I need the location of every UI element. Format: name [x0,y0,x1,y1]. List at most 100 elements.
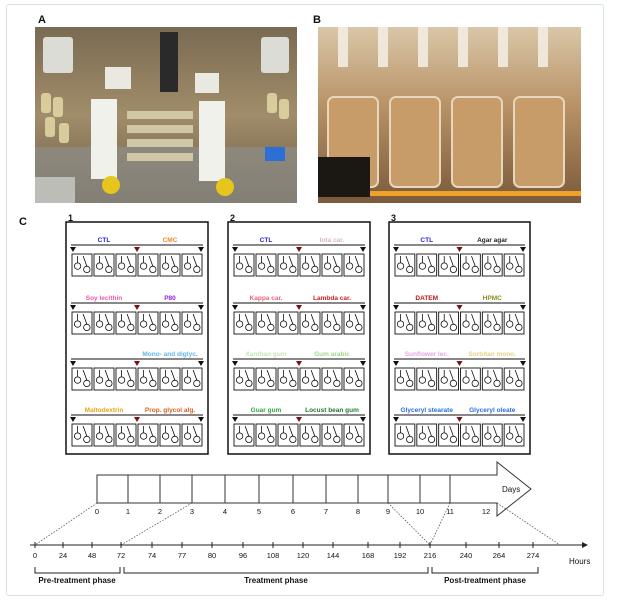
bioreactor-vessel [299,311,321,335]
feed-arrow [70,361,76,366]
bioreactor-vessel [277,311,299,335]
feed-arrow [520,361,526,366]
bioreactor-vessel [233,367,255,391]
day-tick-label: 10 [416,507,424,516]
feed-arrow [520,417,526,422]
hour-tick-label: 72 [117,551,125,560]
bioreactor-vessel [93,253,115,277]
bioreactor-vessel [255,423,277,447]
hour-tick-label: 0 [33,551,37,560]
hours-label: Hours [569,557,590,566]
treatment-label-right: Sorbitan mono. [468,351,516,358]
hour-tick-label: 77 [178,551,186,560]
bioreactor-vessel [438,367,459,391]
bioreactor-vessel [71,253,93,277]
days-timeline-arrow: Days [96,460,532,518]
feed-arrow [520,305,526,310]
feed-arrow [456,417,463,422]
photo-b-drawing [318,27,581,203]
bioreactor-vessel [438,253,459,277]
treatment-label-left: CTL [98,237,111,244]
feed-arrow [456,247,463,252]
day-tick-label: 6 [291,507,295,516]
bioreactor-vessel [416,367,438,391]
bioreactor-vessel [93,311,115,335]
hour-tick-label: 24 [59,551,67,560]
bioreactor-vessel [299,423,321,447]
bioreactor-vessel [503,253,525,277]
bioreactor-vessel [394,423,416,447]
bioreactor-vessel [481,367,503,391]
hour-tick-label: 48 [88,551,96,560]
feed-arrow [456,361,463,366]
panel-label-c: C [19,216,27,228]
treatment-label-right: Mono- and diglyc. [142,351,197,358]
bioreactor-vessel [321,367,343,391]
bioreactor-vessel [233,423,255,447]
hour-tick-label: 120 [297,551,310,560]
feed-arrow [296,361,302,366]
day-tick-label: 8 [356,507,360,516]
treatment-label-left: Maltodextrin [85,407,124,414]
feed-arrow [296,417,302,422]
feed-arrow [232,361,238,366]
feed-arrow [134,305,140,310]
experiment-number: 2 [230,213,235,223]
feed-arrow [393,361,399,366]
feed-arrow [360,417,366,422]
day-tick-label: 11 [446,507,454,516]
bioreactor-vessel [503,367,525,391]
hour-tick-label: 96 [239,551,247,560]
feed-arrow [232,305,238,310]
phase-post-treatment: Post-treatment phase [444,576,526,585]
bioreactor-vessel [321,423,343,447]
panel-label-b: B [313,14,321,26]
feed-arrow [134,247,140,252]
treatment-label-left: Kappa car. [250,295,283,302]
bioreactor-vessel [343,423,365,447]
feed-arrow [198,361,204,366]
treatment-label-right: Locust bean gum [305,407,359,414]
feed-arrow [70,305,76,310]
bioreactor-vessel [181,423,203,447]
hour-tick-label: 216 [424,551,437,560]
experiment-number: 1 [68,213,73,223]
bioreactor-vessel [481,423,503,447]
bioreactor-vessel [159,367,181,391]
treatment-label-right: Prop. glycol alg. [145,407,195,414]
bioreactor-vessel [137,367,159,391]
bioreactor-vessel [460,311,481,335]
bioreactor-vessel [137,253,159,277]
bioreactor-vessel [503,423,525,447]
bioreactor-vessel [321,311,343,335]
hour-tick-label: 192 [394,551,407,560]
feed-arrow [360,361,366,366]
feed-arrow [198,305,204,310]
experiment-number: 3 [391,213,396,223]
bioreactor-vessel [416,311,438,335]
treatment-label-right: Agar agar [477,237,508,244]
feed-arrow [393,305,399,310]
bioreactor-vessel [255,367,277,391]
bioreactor-vessel [277,423,299,447]
bioreactor-vessel [159,423,181,447]
treatment-label-right: CMC [163,237,178,244]
treatment-label-right: Iota car. [320,237,345,244]
bioreactor-vessel [481,253,503,277]
bioreactor-vessel [159,253,181,277]
feed-arrow [70,417,76,422]
feed-arrow [296,305,302,310]
treatment-label-right: P80 [164,295,176,302]
feed-arrow [393,247,399,252]
bioreactor-vessel [277,367,299,391]
photo-a-bioreactor-setup [35,27,297,203]
bioreactor-vessel [460,423,481,447]
day-tick-label: 7 [324,507,328,516]
feed-arrow [198,417,204,422]
feed-arrow [456,305,463,310]
bioreactor-vessel [394,253,416,277]
bioreactor-vessel [481,311,503,335]
feed-arrow [296,247,302,252]
bioreactor-vessel [93,423,115,447]
